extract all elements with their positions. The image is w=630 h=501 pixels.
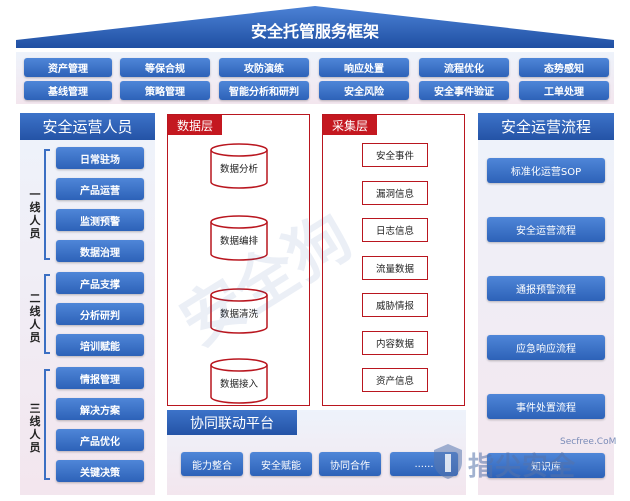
process-button[interactable]: 事件处置流程 bbox=[487, 394, 605, 419]
staff-role-button[interactable]: 监测预警 bbox=[56, 209, 144, 231]
staff-role-button[interactable]: 培训赋能 bbox=[56, 334, 144, 356]
database-label: 数据编排 bbox=[219, 236, 258, 247]
page-title: 安全托管服务框架 bbox=[250, 22, 379, 41]
services-panel bbox=[16, 52, 614, 104]
staff-panel-title: 安全运营人员 bbox=[20, 113, 155, 140]
service-button[interactable]: 工单处理 bbox=[519, 81, 609, 100]
collect-item: 资产信息 bbox=[362, 368, 428, 392]
service-button[interactable]: 态势感知 bbox=[519, 58, 609, 77]
platform-button[interactable]: 安全赋能 bbox=[250, 452, 312, 476]
tier-label: 二 线 人 员 bbox=[29, 292, 41, 344]
service-button[interactable]: 响应处置 bbox=[319, 58, 409, 77]
service-button[interactable]: 安全事件验证 bbox=[419, 81, 509, 100]
service-button[interactable]: 策略管理 bbox=[120, 81, 210, 100]
staff-role-button[interactable]: 数据治理 bbox=[56, 240, 144, 262]
collect-item: 日志信息 bbox=[362, 218, 428, 242]
staff-role-button[interactable]: 解决方案 bbox=[56, 398, 144, 420]
brand-logo-text: 指尖安全 bbox=[468, 452, 577, 482]
staff-role-button[interactable]: 情报管理 bbox=[56, 367, 144, 389]
platform-title: 协同联动平台 bbox=[167, 410, 297, 435]
service-button[interactable]: 基线管理 bbox=[24, 81, 112, 100]
site-text: Secfree.CoM bbox=[560, 437, 617, 447]
service-button[interactable]: 攻防演练 bbox=[219, 58, 309, 77]
collect-item: 流量数据 bbox=[362, 255, 428, 280]
database-cylinder: 数据编排 bbox=[210, 215, 268, 261]
process-button[interactable]: 应急响应流程 bbox=[487, 335, 605, 360]
process-button[interactable]: 通报预警流程 bbox=[487, 276, 605, 301]
staff-role-button[interactable]: 产品支撑 bbox=[56, 272, 144, 294]
database-cylinder: 数据分析 bbox=[210, 143, 268, 189]
staff-role-button[interactable]: 产品优化 bbox=[56, 429, 144, 451]
database-cylinder: 数据接入 bbox=[210, 358, 268, 404]
collect-item: 安全事件 bbox=[362, 143, 428, 167]
collect-item: 威胁情报 bbox=[362, 293, 428, 317]
collect-item: 漏洞信息 bbox=[362, 180, 428, 205]
service-button[interactable]: 安全风险 bbox=[319, 81, 409, 100]
shield-logo-icon bbox=[434, 444, 462, 479]
collect-layer-title: 采集层 bbox=[323, 115, 377, 135]
database-cylinder: 数据清洗 bbox=[210, 288, 268, 334]
platform-button[interactable]: 能力整合 bbox=[181, 452, 243, 476]
tier-label: 一 线 人 员 bbox=[29, 188, 41, 240]
tier-label: 三 线 人 员 bbox=[29, 402, 41, 454]
process-button[interactable]: 知识库 bbox=[487, 453, 605, 478]
service-button[interactable]: 等保合规 bbox=[120, 58, 210, 77]
database-label: 数据清洗 bbox=[219, 309, 258, 320]
process-panel-title: 安全运营流程 bbox=[478, 113, 614, 140]
collect-item: 内容数据 bbox=[362, 330, 428, 355]
data-layer-title: 数据层 bbox=[168, 115, 222, 135]
service-button[interactable]: 流程优化 bbox=[419, 58, 509, 77]
tier-bracket bbox=[44, 369, 50, 480]
database-label: 数据接入 bbox=[219, 379, 258, 390]
database-label: 数据分析 bbox=[219, 164, 258, 175]
staff-role-button[interactable]: 日常驻场 bbox=[56, 147, 144, 169]
staff-role-button[interactable]: 产品运营 bbox=[56, 178, 144, 200]
platform-button[interactable]: 协同合作 bbox=[319, 452, 381, 476]
service-button[interactable]: 资产管理 bbox=[24, 58, 112, 77]
staff-role-button[interactable]: 分析研判 bbox=[56, 303, 144, 325]
service-button[interactable]: 智能分析和研判 bbox=[219, 81, 309, 100]
process-button[interactable]: 标准化运营SOP bbox=[487, 158, 605, 183]
tier-bracket bbox=[44, 149, 50, 260]
tier-bracket bbox=[44, 274, 50, 354]
process-button[interactable]: 安全运营流程 bbox=[487, 217, 605, 242]
staff-role-button[interactable]: 关键决策 bbox=[56, 460, 144, 482]
title-banner bbox=[16, 6, 614, 48]
